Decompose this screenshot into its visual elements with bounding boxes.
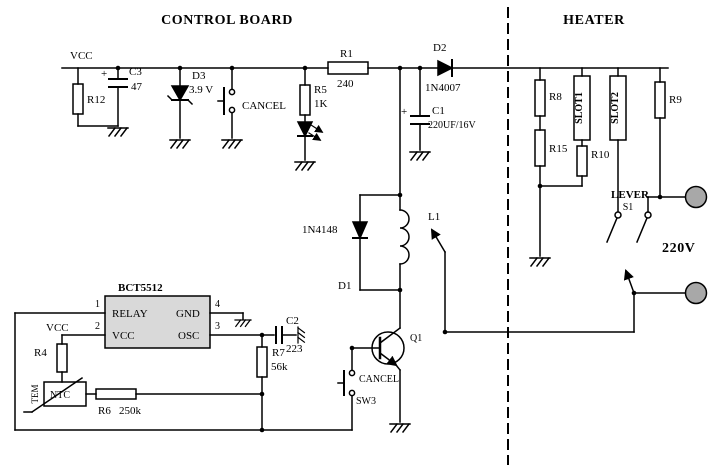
d3-label: D3	[192, 70, 206, 82]
sw3-label: SW3	[356, 396, 376, 407]
lever-switch-s1	[606, 196, 652, 294]
ic-bct5512	[14, 295, 353, 431]
ground-symbol	[297, 326, 305, 344]
slot1-label: SLOT1	[574, 92, 585, 124]
ground-symbol	[221, 139, 243, 149]
vcc-ic-label: VCC	[46, 322, 69, 334]
resistor-r4-icon	[56, 343, 68, 373]
resistor-r15-icon	[534, 129, 546, 167]
ic-relay-pin-label: RELAY	[112, 308, 148, 320]
c1-value: 220UF/16V	[428, 120, 477, 131]
ic-gnd-pin-label: GND	[176, 308, 200, 320]
ic-name-label: BCT5512	[118, 282, 163, 294]
r1-label: R1	[340, 48, 353, 60]
l1-label: L1	[428, 211, 440, 223]
resistor-r9-icon	[654, 81, 666, 119]
ic-pin2-number: 2	[95, 321, 100, 332]
c2-value: 223	[286, 343, 303, 355]
c3-plus-sign: +	[101, 68, 107, 80]
resistor-r1	[327, 61, 369, 75]
slot2-label: SLOT2	[610, 92, 621, 124]
ground-symbol	[529, 257, 551, 267]
ground-symbol	[169, 139, 191, 149]
r15-label: R15	[549, 143, 568, 155]
ic-pin1-number: 1	[95, 299, 100, 310]
mains-voltage-label: 220V	[662, 241, 696, 256]
ground-symbol	[294, 161, 316, 171]
d3-value: 3.9 V	[189, 84, 213, 96]
thermistor-network	[23, 334, 263, 414]
ntc-label: NTC	[50, 390, 70, 401]
r7-label: R7	[272, 347, 285, 359]
ic-pin4-number: 4	[215, 299, 220, 310]
ground-symbol	[389, 423, 411, 433]
relay-armature-icon	[430, 228, 447, 254]
cancel-button-top	[217, 67, 243, 149]
r5-label: R5	[314, 84, 327, 96]
resistor-r6-icon	[95, 388, 137, 400]
transistor-q1	[349, 326, 411, 433]
resistor-r12	[72, 67, 119, 127]
inductor-l1-icon	[399, 209, 410, 265]
ic-vcc-pin-label: VCC	[112, 330, 135, 342]
diode-d2	[437, 59, 454, 77]
r1-value: 240	[337, 78, 354, 90]
resistor-r10-icon	[576, 145, 588, 177]
d1-value: 1N4148	[302, 224, 338, 236]
ic-osc-pin-label: OSC	[178, 330, 199, 342]
ground-symbol	[107, 127, 129, 137]
relay-coil-branch	[351, 67, 635, 335]
c3-label: C3	[129, 66, 142, 78]
d1-label: D1	[338, 280, 351, 292]
r4-label: R4	[34, 347, 47, 359]
s1-label: S1	[623, 202, 634, 213]
zener-diode-d3	[166, 67, 194, 149]
cancel-sw3-label: CANCEL	[359, 374, 399, 385]
heater-title: HEATER	[563, 13, 625, 28]
lever-label: LEVER	[611, 189, 650, 201]
r8-label: R8	[549, 91, 562, 103]
d2-label: D2	[433, 42, 446, 54]
q1-label: Q1	[410, 333, 422, 344]
control-board-title: CONTROL BOARD	[161, 13, 293, 28]
c2-label: C2	[286, 315, 299, 327]
ground-symbol	[234, 319, 252, 327]
mains-terminal-top	[684, 185, 708, 209]
r10-label: R10	[591, 149, 610, 161]
cancel-button-sw3	[337, 347, 356, 431]
tem-label: TEM	[30, 385, 40, 404]
resistor-r8-icon	[534, 79, 546, 117]
mains-terminal-bottom	[684, 281, 708, 305]
d2-value: 1N4007	[425, 82, 461, 94]
diagram-labels: CONTROL BOARD HEATER VCC R12 + C3 47 D3 …	[30, 13, 696, 417]
resistor-r5-led	[294, 67, 324, 171]
cancel-top-label: CANCEL	[242, 100, 286, 112]
c3-value: 47	[131, 81, 143, 93]
vcc-rail-label: VCC	[70, 50, 93, 62]
r12-label: R12	[87, 94, 105, 106]
r6-value: 250k	[119, 405, 142, 417]
capacitor-c1	[409, 67, 431, 161]
ic-pin3-number: 3	[215, 321, 220, 332]
heater-circuit	[529, 67, 708, 333]
c1-label: C1	[432, 105, 445, 117]
top-power-rail	[61, 65, 669, 71]
r5-value: 1K	[314, 98, 328, 110]
r6-label: R6	[98, 405, 111, 417]
capacitor-c2	[275, 326, 305, 344]
diode-d1-icon	[351, 221, 369, 240]
ground-symbol	[409, 151, 431, 161]
c1-plus-sign: +	[401, 106, 407, 118]
r7-value: 56k	[271, 361, 288, 373]
capacitor-c3	[107, 67, 129, 137]
r9-label: R9	[669, 94, 682, 106]
resistor-r7	[256, 334, 268, 433]
led-icon	[296, 121, 314, 138]
